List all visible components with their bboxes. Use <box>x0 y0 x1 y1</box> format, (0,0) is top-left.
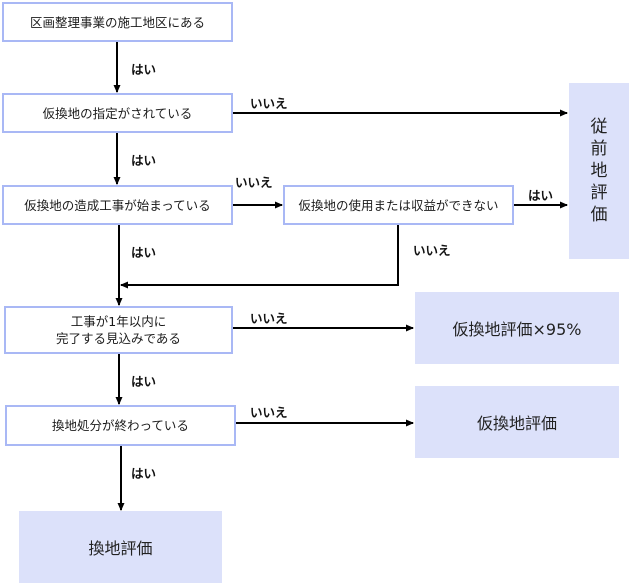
result-provisional: 仮換地評価 <box>415 386 619 458</box>
result-char: 価 <box>590 205 608 225</box>
result-label: 換地評価 <box>88 539 153 558</box>
edge-label-yes: はい <box>131 62 157 77</box>
decision-cannot-use: 仮換地の使用または収益ができない <box>283 185 514 225</box>
edge-label-yes: はい <box>131 374 157 389</box>
decision-label-line2: 完了する見込みである <box>56 331 181 346</box>
edge-label-no: いいえ <box>250 96 288 111</box>
edge-label-yes: はい <box>131 466 157 481</box>
edge-label-no: いいえ <box>250 405 288 420</box>
arrow-q3b-return <box>120 225 399 289</box>
decision-replotting-done: 換地処分が終わっている <box>5 405 236 446</box>
decision-label: 仮換地の指定がされている <box>42 105 193 121</box>
decision-in-project-area: 区画整理事業の施工地区にある <box>2 2 233 42</box>
result-label: 仮換地評価×95% <box>452 320 582 339</box>
decision-label: 換地処分が終わっている <box>52 418 189 433</box>
edge-label-yes: はい <box>131 245 157 260</box>
decision-construction-started: 仮換地の造成工事が始まっている <box>2 185 233 225</box>
decision-provisional-designated: 仮換地の指定がされている <box>2 93 233 133</box>
decision-complete-within-year: 工事が1年以内に 完了する見込みである <box>4 306 233 354</box>
result-replotted: 換地評価 <box>19 511 222 583</box>
result-char: 評 <box>590 183 608 203</box>
result-char: 前 <box>590 139 608 159</box>
result-label: 仮換地評価 <box>476 414 557 433</box>
edge-label-no: いいえ <box>235 175 273 190</box>
decision-label: 区画整理事業の施工地区にある <box>29 14 205 30</box>
edge-label-yes: はい <box>131 153 157 168</box>
decision-label: 仮換地の造成工事が始まっている <box>24 197 211 213</box>
decision-label: 仮換地の使用または収益ができない <box>298 197 499 213</box>
decision-label-line1: 工事が1年以内に <box>70 314 167 329</box>
result-pre-eval: 従 前 地 評 価 <box>569 83 629 259</box>
edge-label-yes: はい <box>528 188 554 203</box>
result-char: 従 <box>590 117 608 137</box>
result-provisional-95: 仮換地評価×95% <box>415 292 619 364</box>
result-char: 地 <box>590 161 608 181</box>
edge-label-no: いいえ <box>250 311 288 326</box>
edge-label-no: いいえ <box>413 243 451 258</box>
